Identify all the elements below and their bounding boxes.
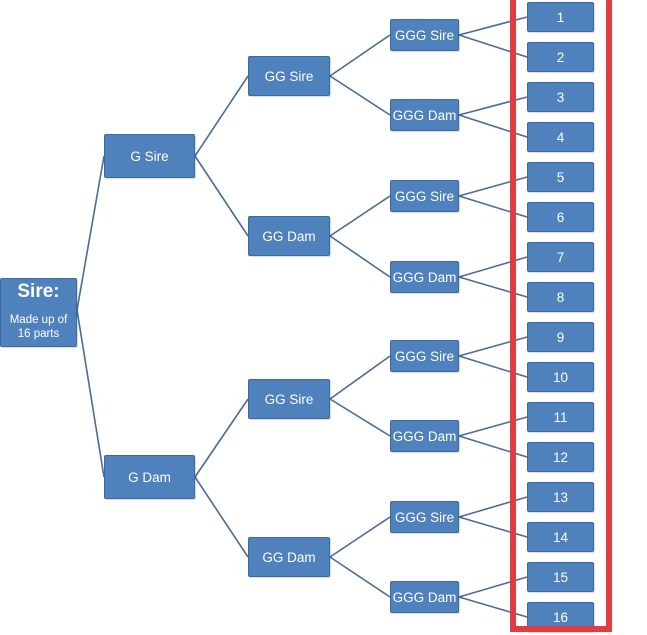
gen2-label: GG Sire [264,68,314,84]
gen3-label: GGG Dam [392,269,457,285]
gen2-label: GG Sire [264,391,314,407]
part-node: 15 [527,562,594,592]
gen2-label: GG Dam [262,228,316,244]
part-label: 4 [556,129,565,145]
gen2-label: GG Dam [262,549,316,565]
part-label: 9 [556,329,565,345]
part-node: 3 [527,82,594,112]
part-label: 15 [552,569,569,585]
part-label: 3 [556,89,565,105]
gen3-label: GGG Sire [394,509,455,525]
part-label: 13 [552,489,569,505]
part-label: 12 [552,449,569,465]
root-subtitle: Made up of 16 parts [10,313,68,341]
gen3-node: GGG Dam [390,99,459,131]
gen3-node: GGG Dam [390,581,459,613]
part-node: 9 [527,322,594,352]
part-node: 10 [527,362,594,392]
root-title: Sire: [17,281,60,302]
gen3-node: GGG Sire [390,340,459,372]
part-node: 6 [527,202,594,232]
gen1-node-g-sire: G Sire [104,134,195,178]
part-label: 11 [553,409,568,425]
part-node: 5 [527,162,594,192]
part-node: 4 [527,122,594,152]
part-label: 2 [556,49,565,65]
part-label: 10 [552,369,569,385]
gen3-node: GGG Sire [390,180,459,212]
gen3-label: GGG Sire [394,188,455,204]
gen3-label: GGG Sire [394,348,455,364]
part-node: 13 [527,482,594,512]
part-label: 8 [556,289,565,305]
part-label: 6 [556,209,565,225]
gen1-label: G Dam [128,469,171,485]
gen3-label: GGG Sire [394,27,455,43]
part-node: 2 [527,42,594,72]
root-subtitle-line1: Made up of [9,314,68,326]
part-label: 1 [556,9,565,25]
part-label: 16 [552,609,569,625]
gen1-label: G Sire [130,148,169,164]
part-label: 14 [552,529,569,545]
gen3-node: GGG Sire [390,19,459,51]
gen2-node: GG Dam [248,216,330,256]
part-node: 8 [527,282,594,312]
gen2-node: GG Sire [248,379,330,419]
gen2-node: GG Sire [248,56,330,96]
root-subtitle-line2: 16 parts [17,328,60,340]
part-label: 5 [556,169,565,185]
root-node-sire: Sire: Made up of 16 parts [0,278,77,347]
part-node: 11 [527,402,594,432]
gen3-node: GGG Dam [390,261,459,293]
gen3-label: GGG Dam [392,107,457,123]
gen3-node: GGG Dam [390,420,459,452]
part-node: 14 [527,522,594,552]
part-label: 7 [556,249,565,265]
gen3-label: GGG Dam [392,428,457,444]
part-node: 7 [527,242,594,272]
gen3-node: GGG Sire [390,501,459,533]
part-node: 12 [527,442,594,472]
gen1-node-g-dam: G Dam [104,455,195,499]
gen3-label: GGG Dam [392,589,457,605]
gen2-node: GG Dam [248,537,330,577]
parts-highlight-frame [510,0,612,632]
part-node: 1 [527,2,594,32]
